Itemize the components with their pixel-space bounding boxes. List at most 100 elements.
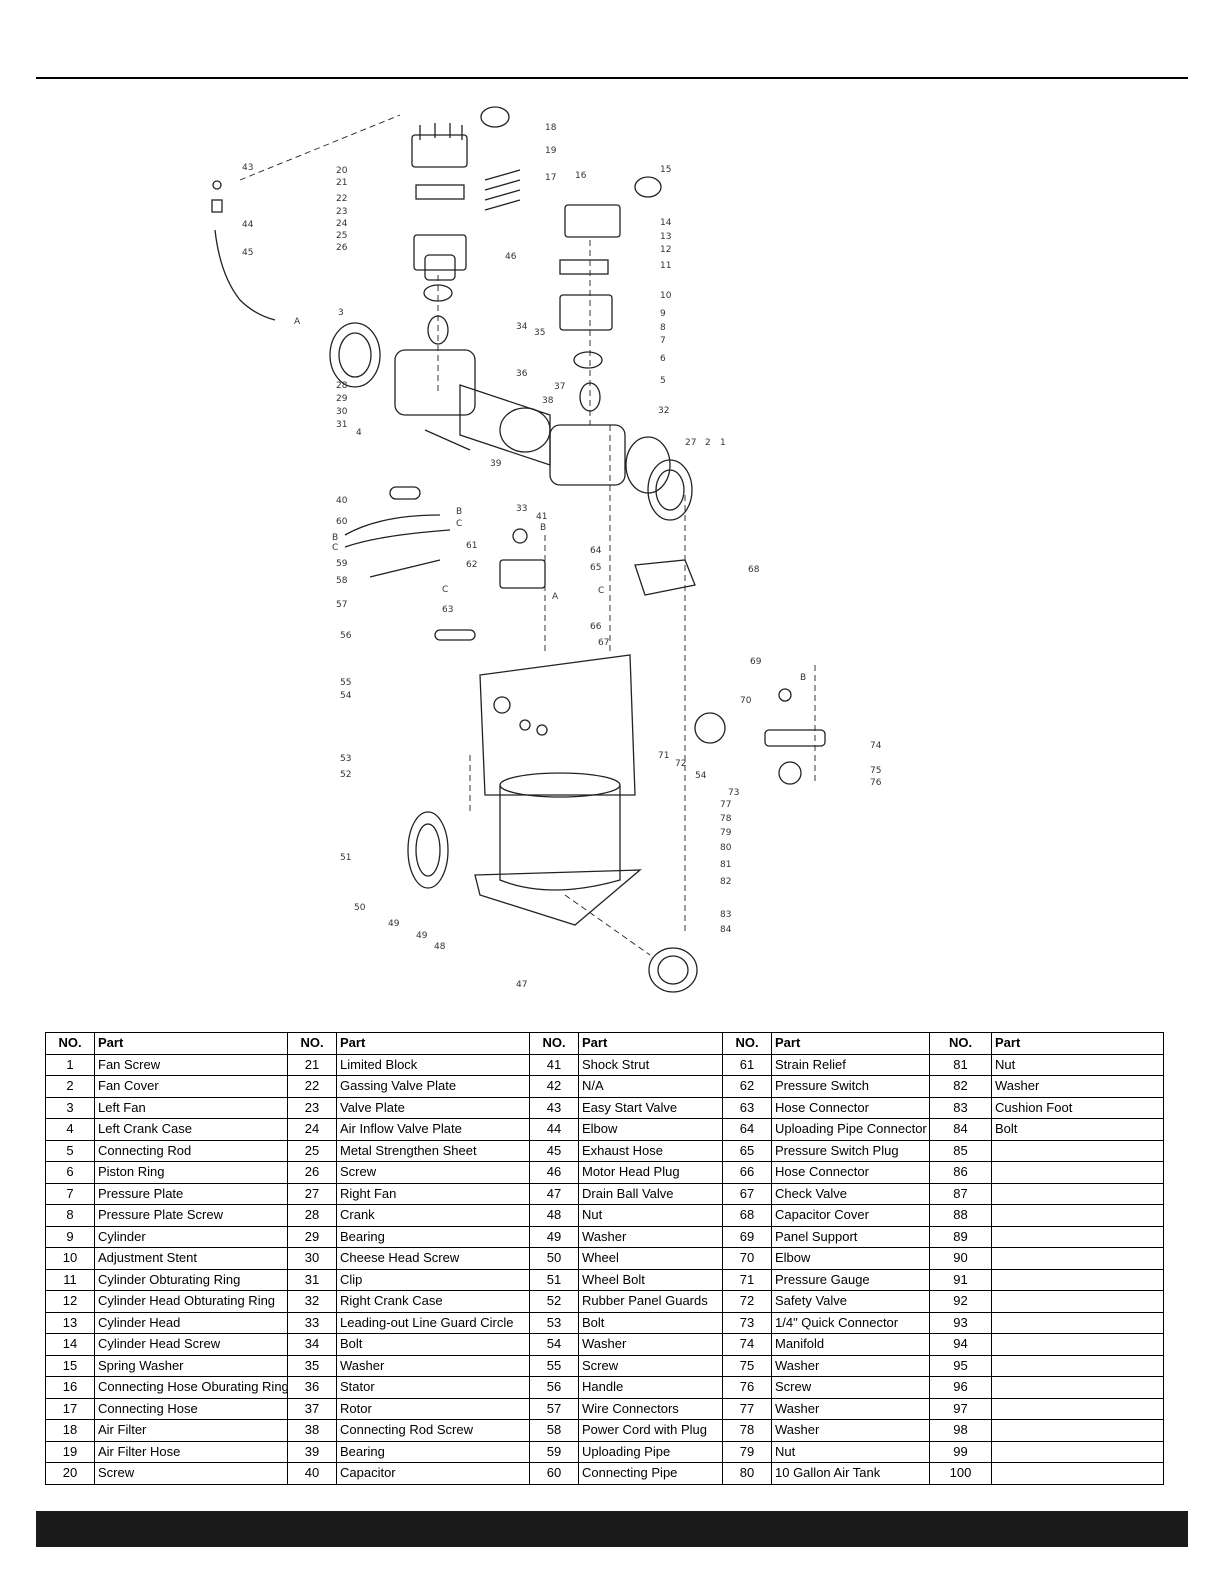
svg-text:53: 53 [340, 754, 351, 764]
part-number: 94 [929, 1333, 992, 1356]
part-name: Air Inflow Valve Plate [336, 1118, 530, 1141]
part-number: 46 [529, 1161, 579, 1184]
svg-text:44: 44 [242, 220, 254, 230]
column-header-part: Part [578, 1032, 723, 1055]
motor-stator [459, 384, 551, 466]
part-number: 41 [529, 1053, 579, 1076]
svg-text:31: 31 [336, 420, 347, 430]
svg-text:13: 13 [660, 232, 671, 242]
svg-text:47: 47 [516, 980, 527, 990]
left-wheel [407, 811, 449, 889]
part-name: Drain Ball Valve [578, 1182, 723, 1205]
svg-text:54: 54 [695, 771, 707, 781]
svg-text:10: 10 [660, 291, 672, 301]
svg-text:5: 5 [660, 376, 666, 386]
part-number: 11 [45, 1268, 95, 1291]
svg-text:18: 18 [545, 123, 557, 133]
part-number: 21 [287, 1053, 337, 1076]
part-number: 69 [722, 1225, 772, 1248]
part-name: Crank [336, 1204, 530, 1227]
part-name: Nut [578, 1204, 723, 1227]
part-number: 10 [45, 1247, 95, 1270]
svg-text:60: 60 [336, 517, 348, 527]
svg-text:15: 15 [660, 165, 671, 175]
part-name: Power Cord with Plug [578, 1419, 723, 1442]
svg-text:39: 39 [490, 459, 502, 469]
part-name: Connecting Hose Oburating Ring [94, 1376, 288, 1399]
part-number: 50 [529, 1247, 579, 1270]
right-cylinder-head [564, 204, 621, 238]
part-number: 7 [45, 1182, 95, 1205]
part-number: 95 [929, 1354, 992, 1377]
svg-text:2: 2 [705, 438, 711, 448]
svg-text:68: 68 [748, 565, 760, 575]
part-name: Cylinder Head Obturating Ring [94, 1290, 288, 1313]
part-name: Leading-out Line Guard Circle [336, 1311, 530, 1334]
part-name: Spring Washer [94, 1354, 288, 1377]
svg-text:B: B [540, 523, 546, 533]
svg-text:49: 49 [416, 931, 428, 941]
svg-text:45: 45 [242, 248, 253, 258]
part-number: 87 [929, 1182, 992, 1205]
column-header-no: NO. [287, 1032, 337, 1055]
part-number: 54 [529, 1333, 579, 1356]
svg-text:70: 70 [740, 696, 752, 706]
svg-text:83: 83 [720, 910, 731, 920]
part-number: 36 [287, 1376, 337, 1399]
part-number: 53 [529, 1311, 579, 1334]
svg-text:72: 72 [675, 759, 686, 769]
left-valve-plate [415, 184, 465, 200]
svg-text:34: 34 [516, 322, 528, 332]
part-name: Air Filter Hose [94, 1440, 288, 1463]
svg-text:38: 38 [542, 396, 554, 406]
right-connecting-rod [579, 382, 601, 412]
part-number: 81 [929, 1053, 992, 1076]
part-number: 83 [929, 1096, 992, 1119]
svg-text:64: 64 [590, 546, 602, 556]
part-number: 44 [529, 1118, 579, 1141]
motor-rotor [499, 407, 551, 453]
part-number: 39 [287, 1440, 337, 1463]
part-name: Motor Head Plug [578, 1161, 723, 1184]
svg-text:73: 73 [728, 788, 739, 798]
part-name: Wheel Bolt [578, 1268, 723, 1291]
svg-text:9: 9 [660, 309, 666, 319]
top-rule [36, 77, 1188, 79]
part-number: 9 [45, 1225, 95, 1248]
part-name: Washer [771, 1419, 930, 1442]
part-number: 28 [287, 1204, 337, 1227]
svg-text:17: 17 [545, 173, 556, 183]
part-name: Handle [578, 1376, 723, 1399]
right-valve-plate [559, 259, 609, 275]
svg-text:C: C [598, 586, 604, 596]
column-header-part: Part [771, 1032, 930, 1055]
part-name: Connecting Rod Screw [336, 1419, 530, 1442]
part-name: Nut [991, 1053, 1164, 1076]
svg-text:B: B [456, 507, 462, 517]
part-name: Cylinder Head [94, 1311, 288, 1334]
svg-text:36: 36 [516, 369, 528, 379]
part-name [991, 1440, 1164, 1463]
part-number: 67 [722, 1182, 772, 1205]
left-crank-case [394, 349, 476, 416]
part-number: 76 [722, 1376, 772, 1399]
part-number: 24 [287, 1118, 337, 1141]
part-number: 18 [45, 1419, 95, 1442]
part-name: Screw [336, 1161, 530, 1184]
part-name: Shock Strut [578, 1053, 723, 1076]
svg-text:23: 23 [336, 207, 347, 217]
svg-text:32: 32 [658, 406, 669, 416]
part-name: Washer [578, 1333, 723, 1356]
part-number: 72 [722, 1290, 772, 1313]
part-name [991, 1462, 1164, 1485]
part-number: 51 [529, 1268, 579, 1291]
part-name: Rubber Panel Guards [578, 1290, 723, 1313]
tank-base [474, 869, 642, 926]
part-number: 60 [529, 1462, 579, 1485]
part-name: Connecting Pipe [578, 1462, 723, 1485]
